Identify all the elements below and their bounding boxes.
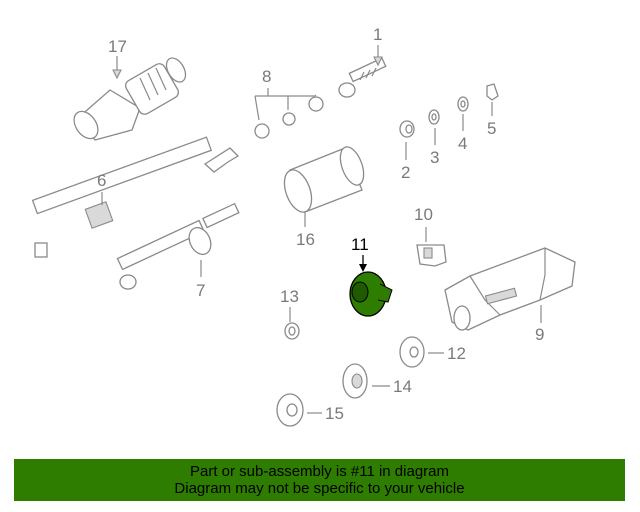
part-label-8[interactable]: 8 [262,67,271,86]
part-label-6[interactable]: 6 [97,171,106,190]
part-10-drawing [416,244,447,267]
part-label-17[interactable]: 17 [108,37,127,56]
arrow-11 [359,264,367,272]
part-5-drawing [486,83,499,101]
part-label-4[interactable]: 4 [458,134,467,153]
part-9-drawing [444,247,576,331]
part-14-drawing [342,363,368,399]
leader-8 [254,88,317,121]
part-label-16[interactable]: 16 [296,230,315,249]
part-17-drawing [73,57,187,141]
part-2-drawing [399,120,415,138]
part-label-2[interactable]: 2 [401,163,410,182]
arrow-17 [112,69,122,80]
part-12-drawing [399,336,425,368]
part-16-drawing [283,146,365,213]
footer-banner: Part or sub-assembly is #11 in diagram D… [14,459,625,501]
part-label-12[interactable]: 12 [447,344,466,363]
arrow-1 [373,56,383,67]
part-label-9[interactable]: 9 [535,325,544,344]
part-3-drawing [428,109,440,125]
part-13-drawing [284,322,300,340]
part-7-drawing [116,202,240,290]
part-1-drawing [338,57,387,98]
part-15-drawing [276,393,304,427]
part-label-7[interactable]: 7 [196,281,205,300]
part-label-15[interactable]: 15 [325,404,344,423]
part-label-11[interactable]: 11 [351,235,369,254]
part-label-14[interactable]: 14 [393,377,412,396]
part-label-10[interactable]: 10 [414,205,433,224]
part-11-drawing[interactable] [349,271,393,317]
part-label-3[interactable]: 3 [430,148,439,167]
footer-line-1: Part or sub-assembly is #11 in diagram [190,463,449,480]
footer-line-2: Diagram may not be specific to your vehi… [174,480,465,497]
part-label-1[interactable]: 1 [373,25,382,44]
part-4-drawing [457,96,469,112]
part-label-5[interactable]: 5 [487,119,496,138]
part-8-drawing [254,96,324,139]
part-label-13[interactable]: 13 [280,287,299,306]
parts-diagram: 17 1 8 2 3 4 5 6 [31,25,576,427]
part-6-drawing [31,136,240,258]
